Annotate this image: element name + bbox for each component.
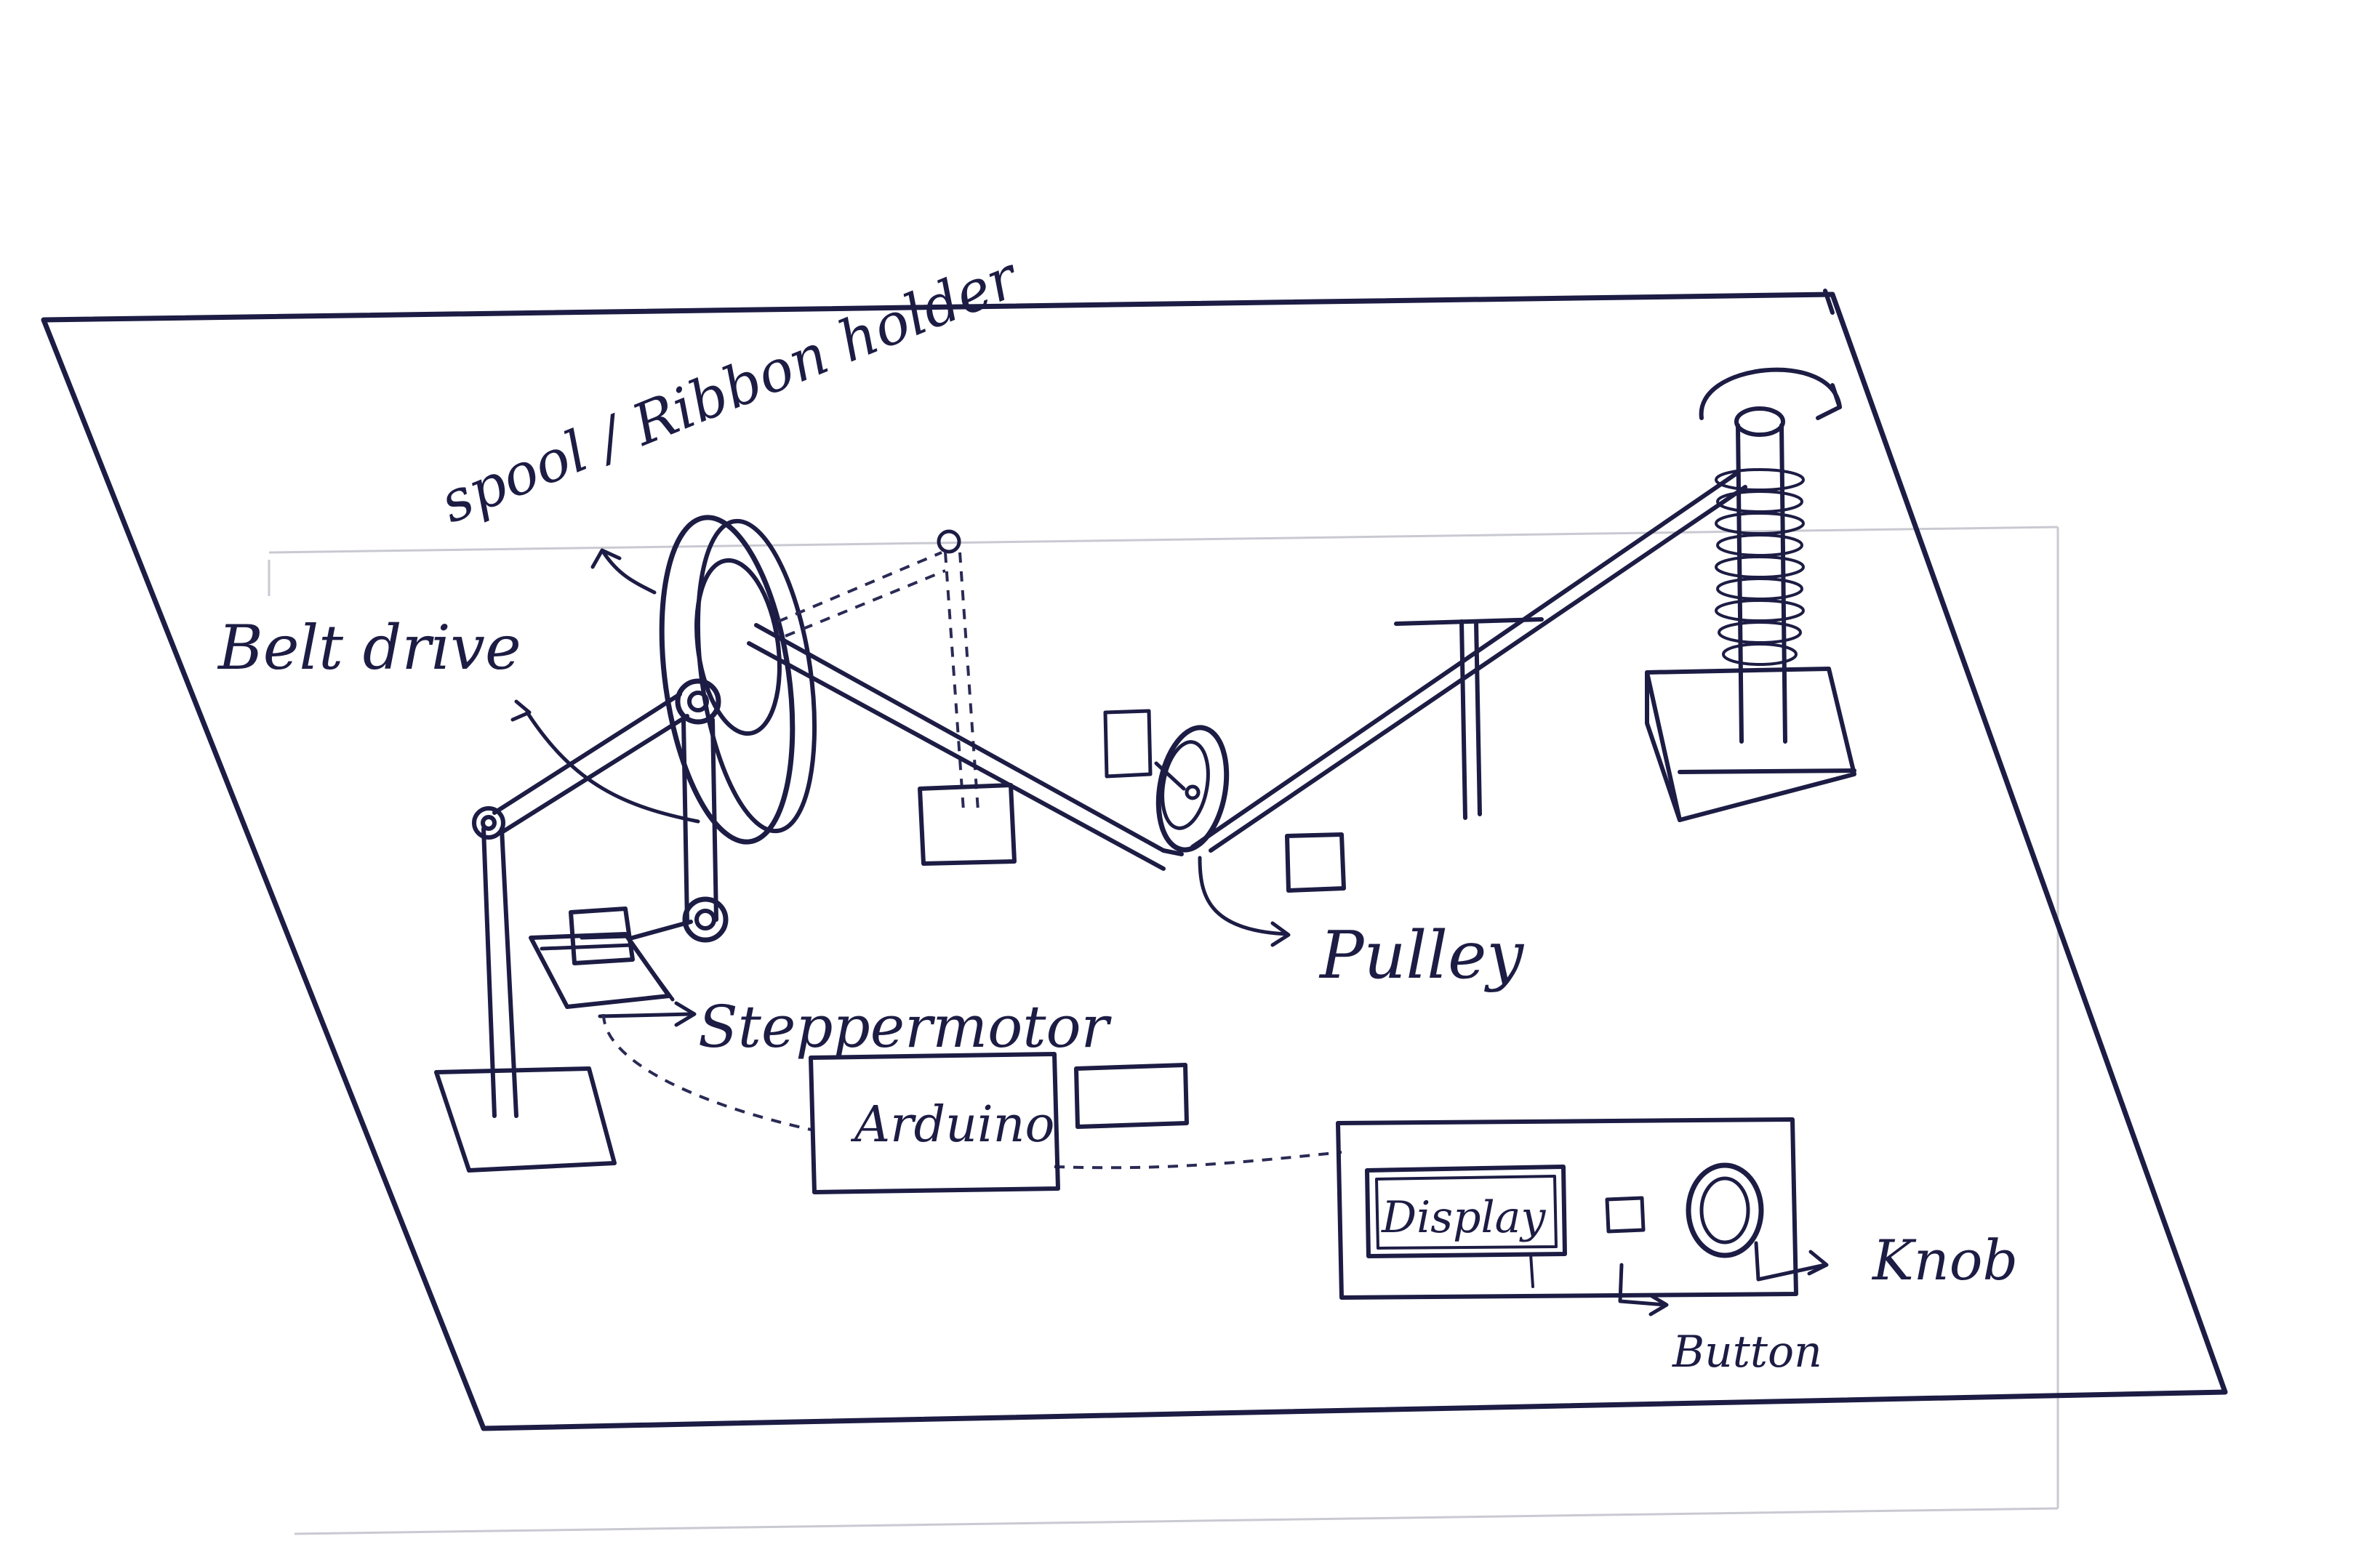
arduino-side-block [1074, 1063, 1189, 1129]
stepper-motor [529, 906, 697, 1027]
label-button: Button [1672, 1327, 1822, 1378]
base-board [41, 292, 2228, 1431]
label-spool: spool / Ribbon holder [431, 244, 1029, 536]
belt-drive [492, 692, 700, 835]
label-stepper-motor: Steppermotor [698, 993, 1113, 1061]
button-icon [1605, 1196, 1646, 1234]
label-pulley: Pulley [1318, 917, 1524, 994]
control-panel [1336, 1117, 1798, 1300]
label-arduino: Arduino [850, 1096, 1054, 1154]
label-belt-drive: Belt drive [217, 612, 521, 683]
arduino-board [809, 1052, 1060, 1194]
spool-wheel [659, 515, 817, 943]
pulley-arrow [1198, 856, 1291, 947]
wiring [602, 1013, 1342, 1170]
guide-block [1103, 709, 1153, 779]
ribbon-path [747, 623, 1166, 871]
pulley [1154, 725, 1346, 893]
paper-lines [268, 526, 2059, 1535]
left-stand [434, 806, 617, 1173]
label-knob: Knob [1871, 1228, 2018, 1292]
display-screen [1365, 1165, 1567, 1258]
spool-arrow [590, 548, 657, 595]
ribbon-to-spool [1190, 470, 1747, 853]
winding-tower [1645, 367, 1856, 822]
label-arrows [1529, 1241, 1829, 1316]
label-display: Display [1381, 1192, 1546, 1243]
knob-icon [1686, 1162, 1764, 1258]
